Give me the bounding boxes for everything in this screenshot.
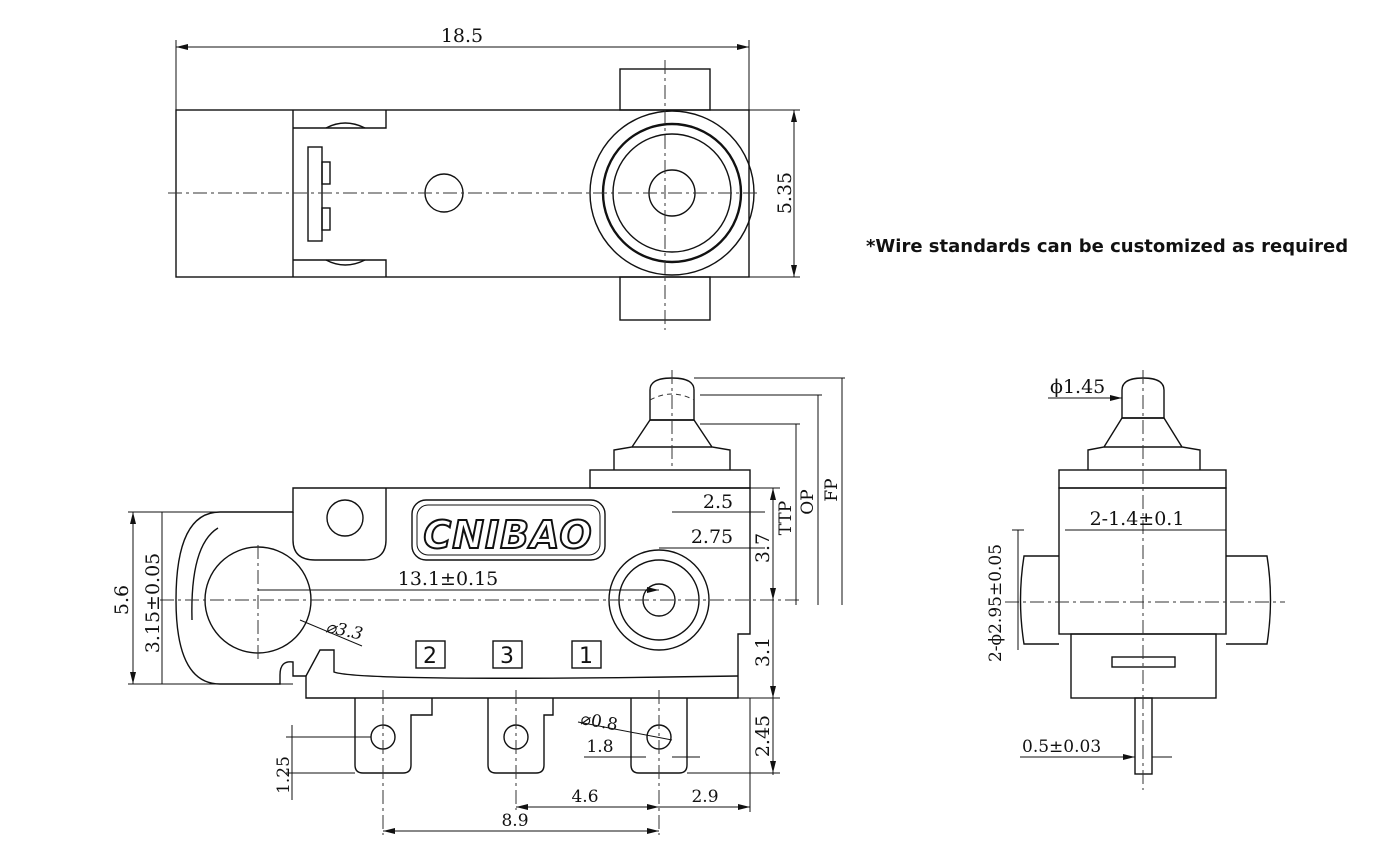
arrow [770, 686, 776, 698]
front-mountpos-label: 3.15±0.05 [142, 553, 164, 654]
side-plunger-boot [1087, 417, 1201, 470]
front-mount-dia-label: ⌀3.3 [324, 617, 365, 644]
arrow [647, 828, 659, 834]
arrow [770, 588, 776, 600]
terminal-2-label: 2 [423, 644, 437, 669]
top-slot-lower [293, 259, 387, 277]
arrow [516, 804, 528, 810]
logo-badge-inner [416, 504, 601, 556]
front-spacing-label: 13.1±0.15 [398, 568, 499, 590]
front-hole-offset-label: 2.75 [691, 526, 733, 548]
terminal-3-label: 3 [500, 644, 514, 669]
side-plunger [1121, 377, 1165, 419]
arrow [1110, 395, 1122, 401]
side-plunger-dia-label: ϕ1.45 [1050, 376, 1105, 398]
front-body-notch [292, 488, 387, 561]
arrow [130, 512, 136, 524]
top-spring [307, 146, 323, 242]
arrow [791, 110, 797, 122]
top-length-label: 18.5 [441, 25, 483, 47]
front-tip-label: 1.25 [274, 756, 294, 794]
arrow [737, 44, 749, 50]
front-term-pos-label: 1.8 [586, 737, 613, 757]
front-terminal-length-label: 2.45 [752, 715, 774, 757]
front-small-hole [326, 499, 364, 537]
front-plunger-hidden [649, 393, 695, 401]
top-spring-tab [321, 207, 331, 231]
brand-logo: CNIBAO [423, 513, 592, 557]
top-clip-lower [325, 259, 366, 266]
front-lower-height-label: 3.1 [752, 637, 774, 667]
side-view: ϕ1.45 2-1.4±0.1 2-ϕ2.95±0.05 0.5±0.03 [986, 370, 1285, 790]
ttp-label: TTP [776, 501, 796, 535]
side-wire-label: 0.5±0.03 [1022, 737, 1101, 757]
front-height-label: 5.6 [111, 585, 133, 615]
wire-standards-note: *Wire standards can be customized as req… [866, 236, 1349, 257]
front-actuator-outer [608, 549, 710, 651]
top-height-label: 5.35 [774, 172, 796, 214]
front-body-outline [175, 487, 751, 699]
front-view: CNIBAO 13.1±0.15 ⌀3.3 2 3 1 [111, 370, 845, 835]
front-plunger-offset-label: 2.5 [703, 491, 733, 513]
top-spring-tab [321, 161, 331, 185]
arrow [647, 587, 659, 593]
side-boss-left [1019, 555, 1059, 645]
arrow [791, 265, 797, 277]
op-label: OP [798, 489, 818, 514]
top-slot-upper [293, 110, 387, 129]
front-body-lower-edge [305, 649, 739, 679]
front-edge-label: 2.9 [691, 787, 718, 807]
side-terminal-width-label: 2-1.4±0.1 [1090, 508, 1185, 530]
logo-badge [411, 499, 606, 561]
fp-label: FP [822, 478, 842, 501]
arrow [383, 828, 395, 834]
top-view: 18.5 5.35 [168, 25, 800, 330]
front-plunger [649, 377, 695, 421]
terminal-2-box [415, 640, 446, 669]
terminal-1-label: 1 [579, 644, 593, 669]
front-mount-curve [191, 527, 219, 621]
front-pitch-2-label: 8.9 [501, 811, 528, 831]
side-boss-right [1226, 555, 1272, 645]
front-mount-leader [299, 619, 363, 647]
front-terminal-2 [354, 698, 433, 774]
terminal-3-box [492, 640, 523, 669]
arrow [738, 804, 750, 810]
front-terminal-3 [487, 698, 554, 774]
arrow [770, 761, 776, 773]
front-term-hole-dia-label: ⌀0.8 [579, 709, 619, 735]
side-boss-dia-label: 2-ϕ2.95±0.05 [986, 544, 1006, 662]
side-wire [1134, 697, 1153, 775]
arrow [176, 44, 188, 50]
front-term-hole-leader [577, 721, 673, 741]
terminal-1-box [571, 640, 602, 669]
front-boot-base [589, 469, 751, 489]
arrow [130, 672, 136, 684]
arrow [647, 804, 659, 810]
top-clip-upper [325, 122, 366, 129]
arrow [770, 488, 776, 500]
front-upper-height-label: 3.7 [752, 533, 774, 563]
arrow [1123, 754, 1135, 760]
front-pitch-1-label: 4.6 [571, 787, 598, 807]
